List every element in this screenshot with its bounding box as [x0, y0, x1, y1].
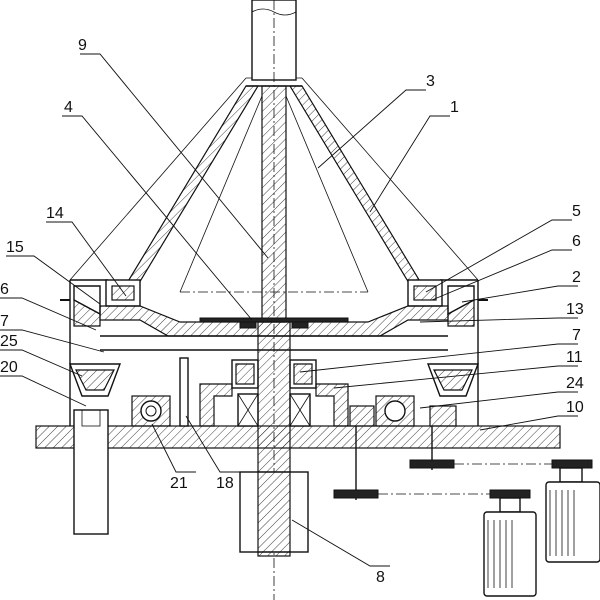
label-1: 1 — [450, 99, 459, 116]
label-7-left: 7 — [0, 313, 9, 330]
label-6-left: 6 — [0, 281, 9, 298]
vertical-plate — [179, 357, 189, 427]
main-shaft — [239, 321, 309, 557]
label-25: 25 — [0, 333, 18, 350]
right-bearing — [349, 395, 457, 427]
label-5: 5 — [572, 203, 581, 220]
label-8: 8 — [376, 569, 385, 586]
left-bearing — [131, 395, 171, 427]
label-15: 15 — [6, 239, 24, 256]
part-labels: 9 4 3 1 14 15 6 7 25 20 5 6 2 13 7 11 24… — [0, 37, 584, 586]
label-6-right: 6 — [572, 233, 581, 250]
label-9: 9 — [78, 37, 87, 54]
hub — [231, 359, 317, 389]
drive-belts — [378, 463, 552, 495]
leader-lines — [0, 53, 578, 567]
label-13: 13 — [566, 301, 584, 318]
discharge-chute — [73, 409, 109, 535]
label-2: 2 — [572, 269, 581, 286]
label-21: 21 — [170, 475, 188, 492]
upper-motor — [545, 459, 600, 563]
left-hopper — [68, 363, 122, 397]
label-18: 18 — [216, 475, 234, 492]
left-wedges — [73, 285, 101, 327]
lower-motor — [483, 489, 537, 597]
label-20: 20 — [0, 359, 18, 376]
label-4: 4 — [64, 99, 73, 116]
label-11: 11 — [566, 349, 583, 366]
label-3: 3 — [426, 73, 435, 90]
right-hopper — [426, 363, 480, 397]
label-14: 14 — [46, 205, 64, 222]
label-10: 10 — [566, 399, 584, 416]
label-7-right: 7 — [572, 327, 581, 344]
bearing-housing — [199, 383, 349, 427]
upper-shaft — [251, 0, 297, 600]
left-rim-flange — [60, 279, 141, 307]
label-24: 24 — [566, 375, 584, 392]
